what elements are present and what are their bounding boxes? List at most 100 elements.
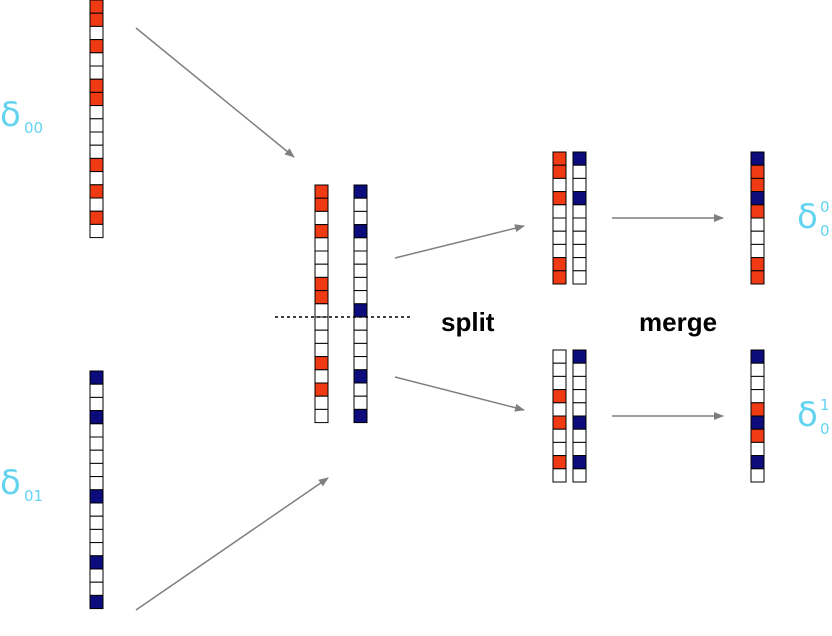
cell	[750, 230, 765, 245]
cell	[353, 342, 368, 358]
cell	[750, 415, 765, 430]
cell	[353, 276, 368, 292]
cell	[353, 197, 368, 212]
cell	[572, 362, 587, 377]
cell	[314, 369, 329, 384]
cell	[353, 329, 368, 344]
merge-label: merge	[639, 307, 717, 337]
cell	[89, 210, 104, 225]
cell	[750, 164, 765, 179]
delta-0-1-symbol: δ	[797, 395, 818, 435]
column-delta-01	[89, 370, 104, 610]
cell	[552, 428, 567, 443]
cell	[750, 151, 765, 166]
cell	[314, 210, 329, 226]
cell	[89, 568, 104, 583]
delta-01-subscript: 01	[24, 487, 43, 505]
arrow-delta00-to-middle	[135, 27, 295, 158]
cell	[89, 171, 104, 186]
column-middle-red	[314, 184, 329, 424]
cell	[750, 362, 765, 377]
cell	[572, 243, 587, 259]
cell	[552, 349, 567, 364]
cell	[750, 257, 765, 272]
cell	[89, 423, 104, 438]
cell	[572, 441, 587, 457]
cell	[89, 515, 104, 530]
cell	[89, 449, 104, 464]
cell	[572, 177, 587, 193]
cell	[750, 177, 765, 193]
cell	[552, 204, 567, 219]
cell	[572, 402, 587, 417]
arrows-layer	[135, 27, 724, 611]
cell	[750, 468, 765, 483]
cell	[552, 164, 567, 179]
delta-00-subscript: 00	[24, 119, 43, 137]
cell	[89, 555, 104, 570]
cell	[353, 395, 368, 410]
cell	[552, 151, 567, 166]
cell	[89, 78, 104, 93]
cell	[89, 197, 104, 212]
cell	[572, 204, 587, 219]
column-lower-merged	[750, 349, 765, 483]
cell	[552, 402, 567, 417]
cell	[353, 250, 368, 265]
cell	[750, 217, 765, 232]
cell	[314, 329, 329, 344]
arrow-middle-to-upper-split	[394, 224, 525, 259]
cell	[552, 441, 567, 457]
cell	[89, 410, 104, 425]
cell	[314, 224, 329, 239]
cell	[572, 257, 587, 272]
cell	[314, 197, 329, 212]
cell	[750, 349, 765, 364]
cell	[353, 224, 368, 239]
cell	[552, 191, 567, 206]
cell	[750, 243, 765, 259]
cell	[750, 402, 765, 417]
cell	[353, 290, 368, 305]
cell	[89, 370, 104, 385]
column-delta-00	[89, 0, 104, 239]
cell	[572, 468, 587, 483]
column-middle-blue	[353, 184, 368, 424]
cell	[353, 184, 368, 199]
cell	[572, 415, 587, 430]
cell	[750, 191, 765, 206]
cell	[89, 157, 104, 173]
split-label: split	[441, 307, 495, 337]
delta-0-1-subscript: 0	[820, 420, 830, 438]
cell	[89, 594, 104, 610]
cell	[552, 455, 567, 470]
cell	[89, 91, 104, 107]
column-upper-split-left	[552, 151, 567, 285]
cell	[89, 581, 104, 596]
cell	[750, 428, 765, 443]
cell	[572, 270, 587, 285]
cell	[353, 382, 368, 397]
column-lower-split-right	[572, 349, 587, 483]
cell	[89, 144, 104, 159]
delta-0-0-symbol: δ	[797, 197, 818, 237]
cell	[89, 131, 104, 146]
cell	[314, 303, 329, 318]
cell	[314, 184, 329, 199]
cell	[89, 118, 104, 133]
cell	[89, 0, 104, 14]
cell	[89, 52, 104, 67]
cell	[552, 257, 567, 272]
delta-0-0-superscript: 0	[820, 198, 830, 216]
cell	[552, 389, 567, 404]
delta-0-1-superscript: 1	[820, 396, 830, 414]
cell	[314, 356, 329, 371]
delta-00-symbol: δ	[0, 95, 21, 135]
cell	[572, 191, 587, 206]
cell	[750, 375, 765, 391]
cell	[314, 276, 329, 292]
delta-0-1-label: δ 1 0	[797, 395, 830, 438]
cell	[314, 342, 329, 358]
cell	[572, 375, 587, 391]
cell	[750, 270, 765, 285]
